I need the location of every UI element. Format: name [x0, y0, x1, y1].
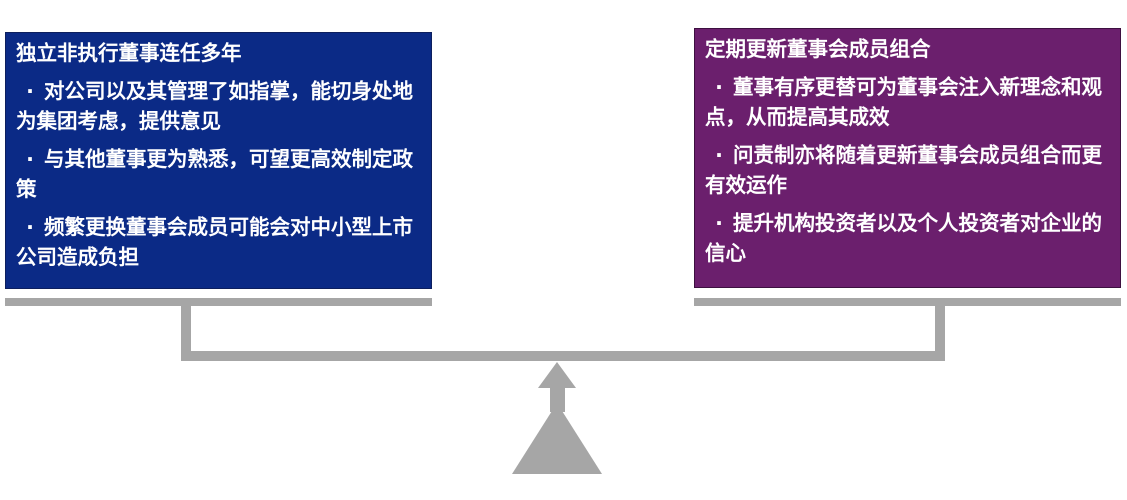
right-bullet-text: 提升机构投资者以及个人投资者对企业的信心 — [705, 211, 1102, 265]
left-bullet-text: 与其他董事更为熟悉，可望更高效制定政策 — [16, 147, 413, 201]
right-bullet: ·问责制亦将随着更新董事会成员组合而更有效运作 — [705, 140, 1114, 200]
bullet-dot: · — [715, 211, 723, 235]
right-pan — [694, 298, 1121, 306]
bullet-dot: · — [26, 215, 34, 239]
right-panel-title: 定期更新董事会成员组合 — [705, 37, 931, 61]
scale-base — [512, 403, 602, 474]
bullet-dot: · — [26, 147, 34, 171]
left-panel-title: 独立非执行董事连任多年 — [16, 41, 242, 65]
bullet-dot: · — [715, 143, 723, 167]
right-bullet-text: 董事有序更替可为董事会注入新理念和观点，从而提高其成效 — [705, 75, 1102, 129]
left-bullet-text: 对公司以及其管理了如指掌，能切身处地为集团考虑，提供意见 — [16, 79, 413, 133]
right-hanger — [935, 306, 945, 360]
scale-beam — [181, 351, 945, 361]
bullet-dot: · — [715, 75, 723, 99]
right-bullet-text: 问责制亦将随着更新董事会成员组合而更有效运作 — [705, 143, 1102, 197]
left-panel: 独立非执行董事连任多年 ·对公司以及其管理了如指掌，能切身处地为集团考虑，提供意… — [5, 32, 432, 289]
left-bullet: ·频繁更换董事会成员可能会对中小型上市公司造成负担 — [16, 212, 425, 272]
right-bullet: ·董事有序更替可为董事会注入新理念和观点，从而提高其成效 — [705, 72, 1114, 132]
pivot-post — [550, 386, 565, 412]
left-hanger — [181, 306, 191, 360]
right-panel: 定期更新董事会成员组合 ·董事有序更替可为董事会注入新理念和观点，从而提高其成效… — [694, 28, 1121, 288]
pivot-arrow — [538, 362, 576, 388]
left-bullet: ·与其他董事更为熟悉，可望更高效制定政策 — [16, 144, 425, 204]
left-pan — [5, 298, 432, 306]
bullet-dot: · — [26, 79, 34, 103]
right-bullet: ·提升机构投资者以及个人投资者对企业的信心 — [705, 208, 1114, 268]
left-bullet-text: 频繁更换董事会成员可能会对中小型上市公司造成负担 — [16, 215, 413, 269]
left-bullet: ·对公司以及其管理了如指掌，能切身处地为集团考虑，提供意见 — [16, 76, 425, 136]
